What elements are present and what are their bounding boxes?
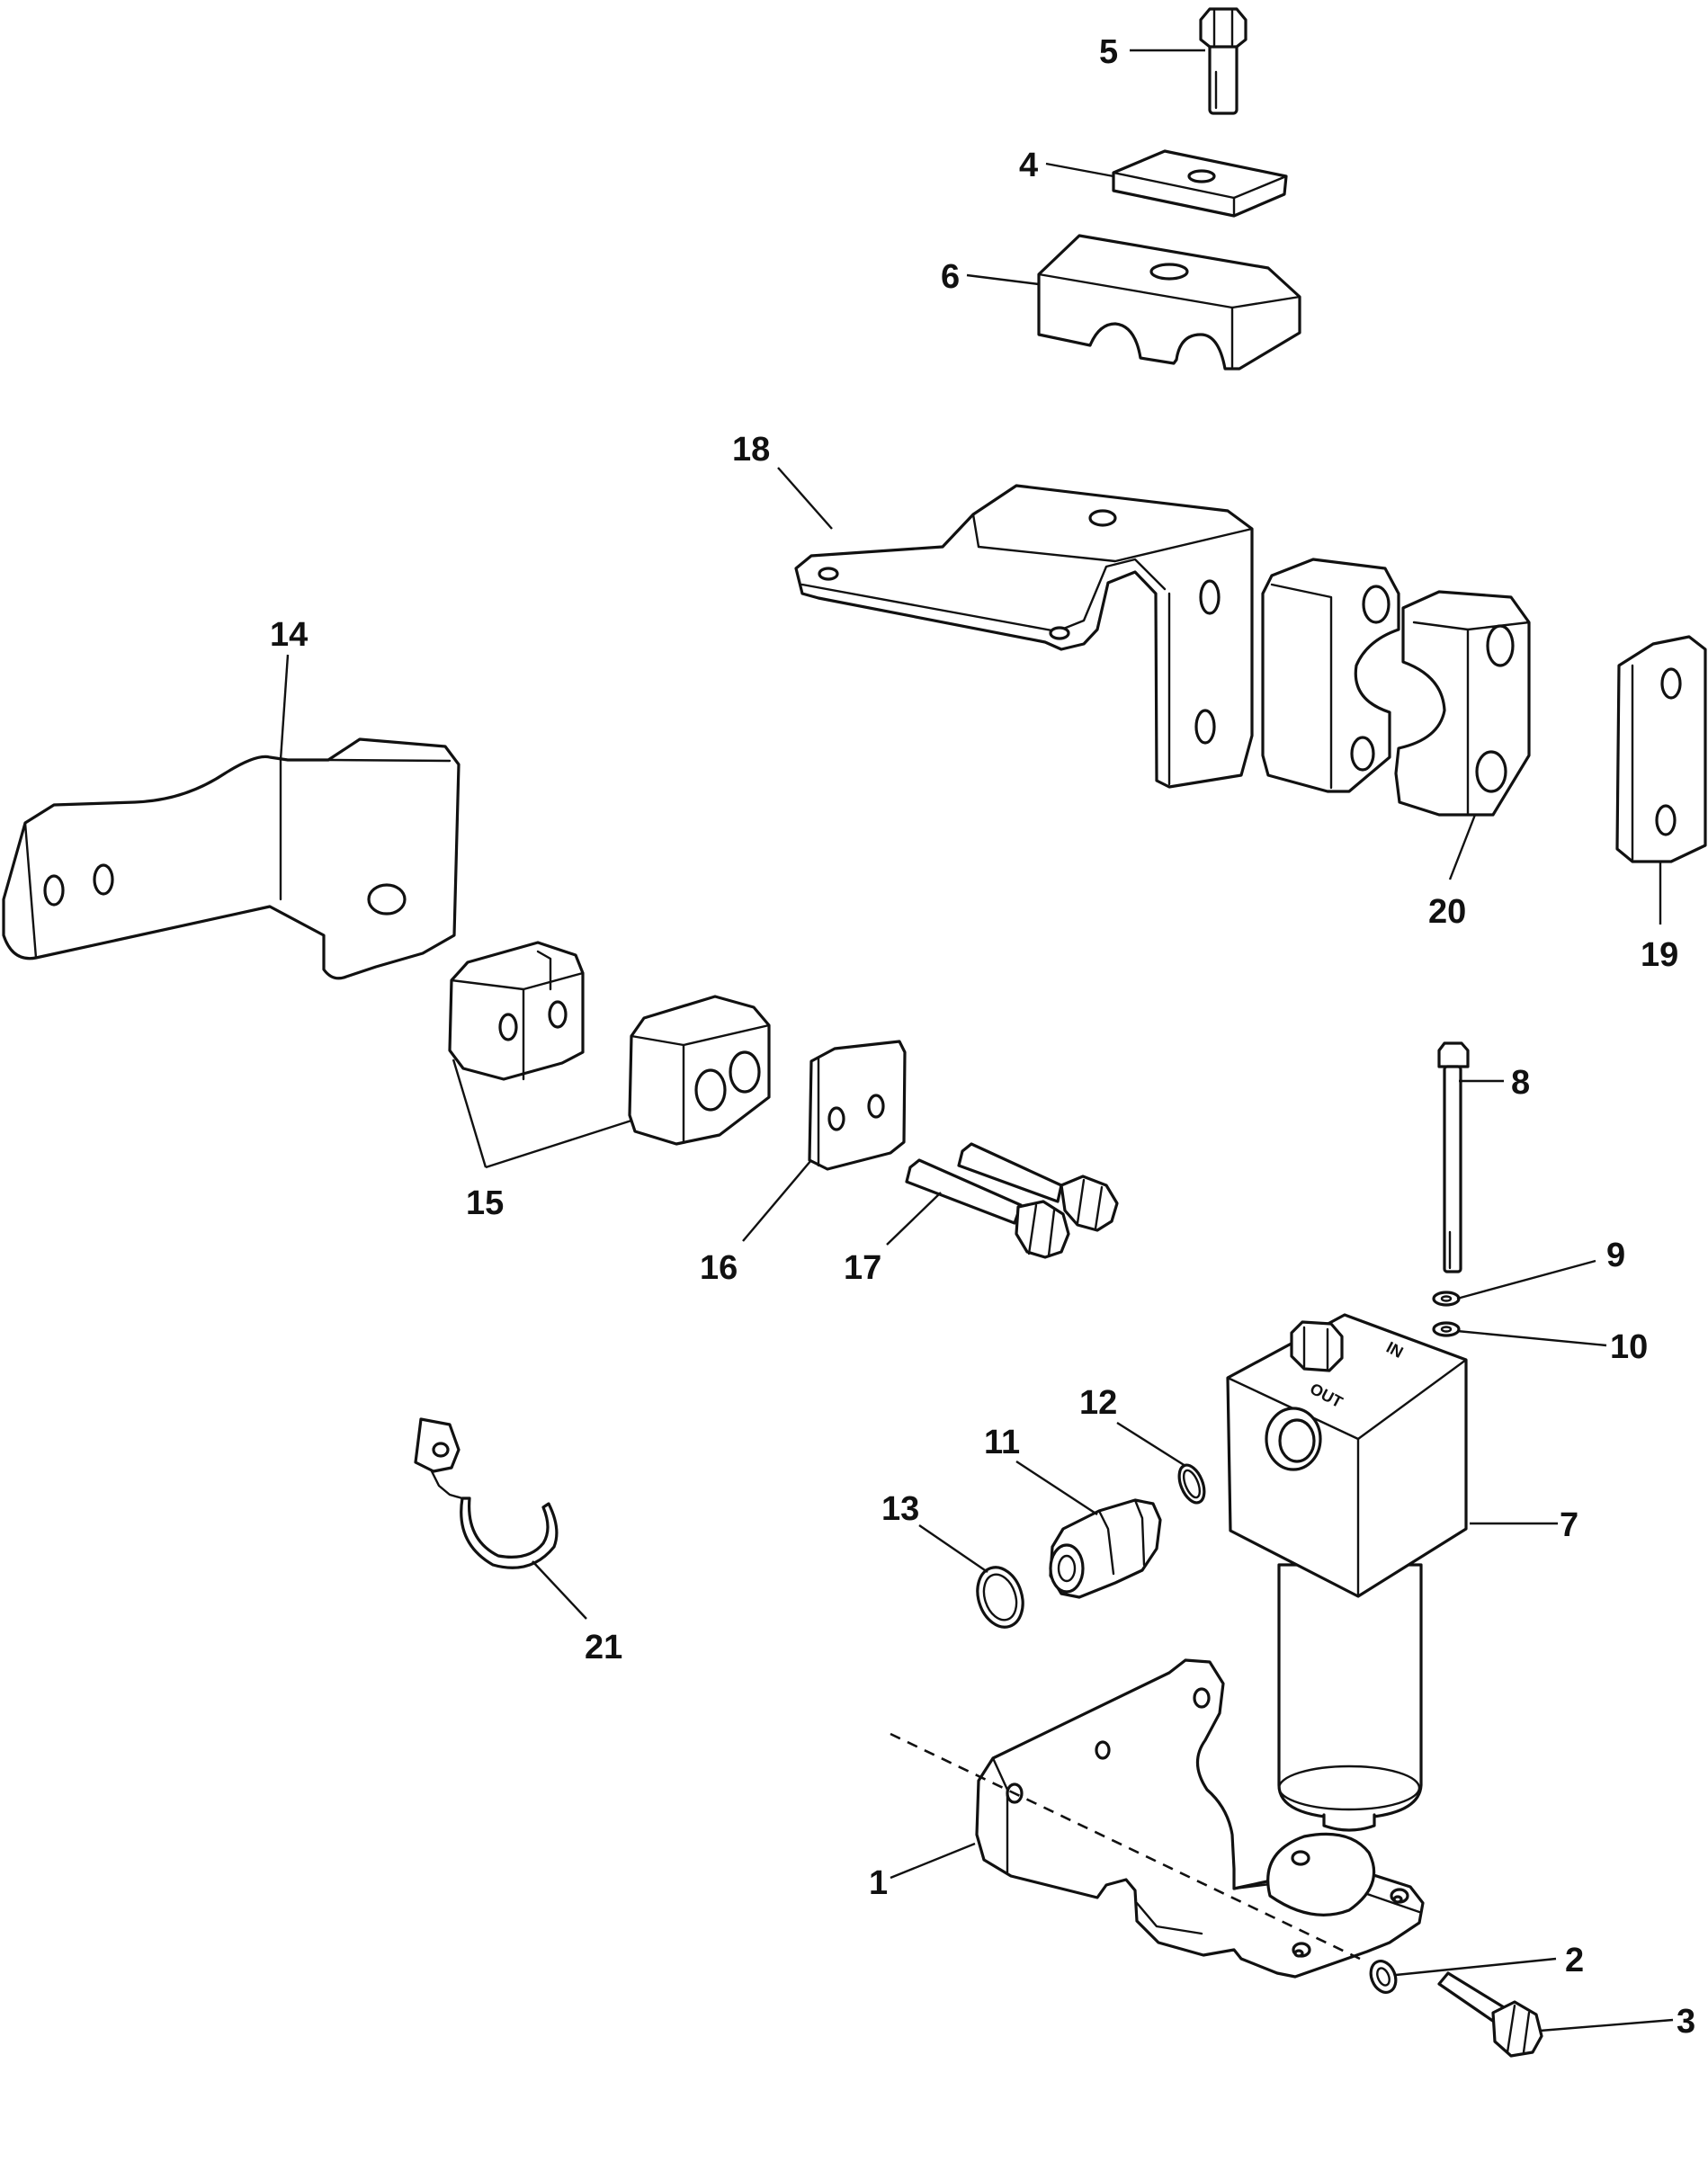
leader-18 — [777, 467, 833, 530]
callout-20: 20 — [1428, 893, 1466, 931]
leader-20 — [1448, 814, 1477, 880]
callout-15: 15 — [466, 1184, 504, 1222]
callout-5: 5 — [1099, 33, 1118, 71]
leader-lines — [279, 49, 1674, 2032]
part-15-clamp-block-b — [628, 995, 771, 1146]
callout-12: 12 — [1079, 1384, 1117, 1422]
leader-14 — [279, 654, 290, 761]
callout-1: 1 — [869, 1864, 888, 1902]
callout-8: 8 — [1511, 1064, 1530, 1102]
callout-3: 3 — [1677, 2003, 1695, 2041]
leader-9 — [1456, 1259, 1596, 1300]
leader-6 — [966, 273, 1040, 286]
leader-2 — [1395, 1957, 1557, 1977]
part-7-filter-assembly: OUT IN — [1226, 1313, 1468, 1832]
callout-9: 9 — [1606, 1237, 1625, 1274]
callout-4: 4 — [1019, 147, 1038, 184]
part-12-o-ring — [1177, 1463, 1206, 1505]
part-4-washer-plate — [1112, 149, 1288, 218]
leader-17 — [886, 1192, 942, 1246]
callout-17: 17 — [844, 1249, 881, 1287]
leader-15a — [452, 1059, 487, 1168]
part-14-left-bracket — [2, 737, 461, 980]
callout-14: 14 — [270, 616, 308, 654]
part-19-spacer-plate — [1615, 635, 1707, 863]
callout-19: 19 — [1641, 936, 1678, 974]
leader-13 — [918, 1524, 988, 1573]
part-21-clip — [414, 1417, 559, 1569]
part-1-lower-bracket — [975, 1658, 1425, 1979]
part-17-bolt-rear — [957, 1142, 1119, 1232]
callout-2: 2 — [1565, 1942, 1584, 1979]
callout-7: 7 — [1560, 1506, 1578, 1544]
leader-21 — [532, 1560, 587, 1620]
part-9-washer — [1432, 1291, 1461, 1307]
part-11-fitting — [1049, 1498, 1162, 1599]
leader-3 — [1539, 2018, 1674, 2032]
leader-11 — [1015, 1460, 1098, 1516]
leader-1 — [890, 1842, 976, 1880]
part-2-washer — [1369, 1960, 1398, 1994]
leader-16 — [742, 1159, 812, 1242]
part-15-clamp-block-a — [448, 941, 585, 1081]
leader-12 — [1116, 1421, 1186, 1468]
leader-4 — [1045, 162, 1114, 178]
callout-16: 16 — [700, 1249, 738, 1287]
part-10-washer — [1432, 1321, 1461, 1337]
callout-21: 21 — [585, 1629, 622, 1666]
part-16-plate — [808, 1040, 907, 1171]
callout-6: 6 — [941, 258, 960, 296]
part-17-bolt-front — [905, 1158, 1070, 1259]
callout-18: 18 — [732, 431, 770, 469]
part-6-clamp-block — [1037, 234, 1301, 371]
leader-10 — [1456, 1329, 1607, 1347]
part-20-split-clamp-right — [1394, 590, 1531, 817]
part-18-upper-bracket — [794, 484, 1254, 789]
part-3-flange-bolt — [1437, 1971, 1543, 2058]
callout-10: 10 — [1610, 1328, 1648, 1366]
callout-13: 13 — [881, 1490, 919, 1528]
leader-15b — [485, 1119, 632, 1169]
callout-labels: 5 4 6 18 14 20 19 8 15 16 17 9 10 12 11 … — [270, 33, 1695, 2041]
part-13-o-ring — [976, 1566, 1024, 1629]
part-8-long-bolt — [1437, 1041, 1470, 1273]
callout-11: 11 — [984, 1424, 1020, 1461]
part-20-split-clamp-left — [1261, 558, 1400, 793]
part-5-hex-bolt — [1199, 7, 1247, 115]
